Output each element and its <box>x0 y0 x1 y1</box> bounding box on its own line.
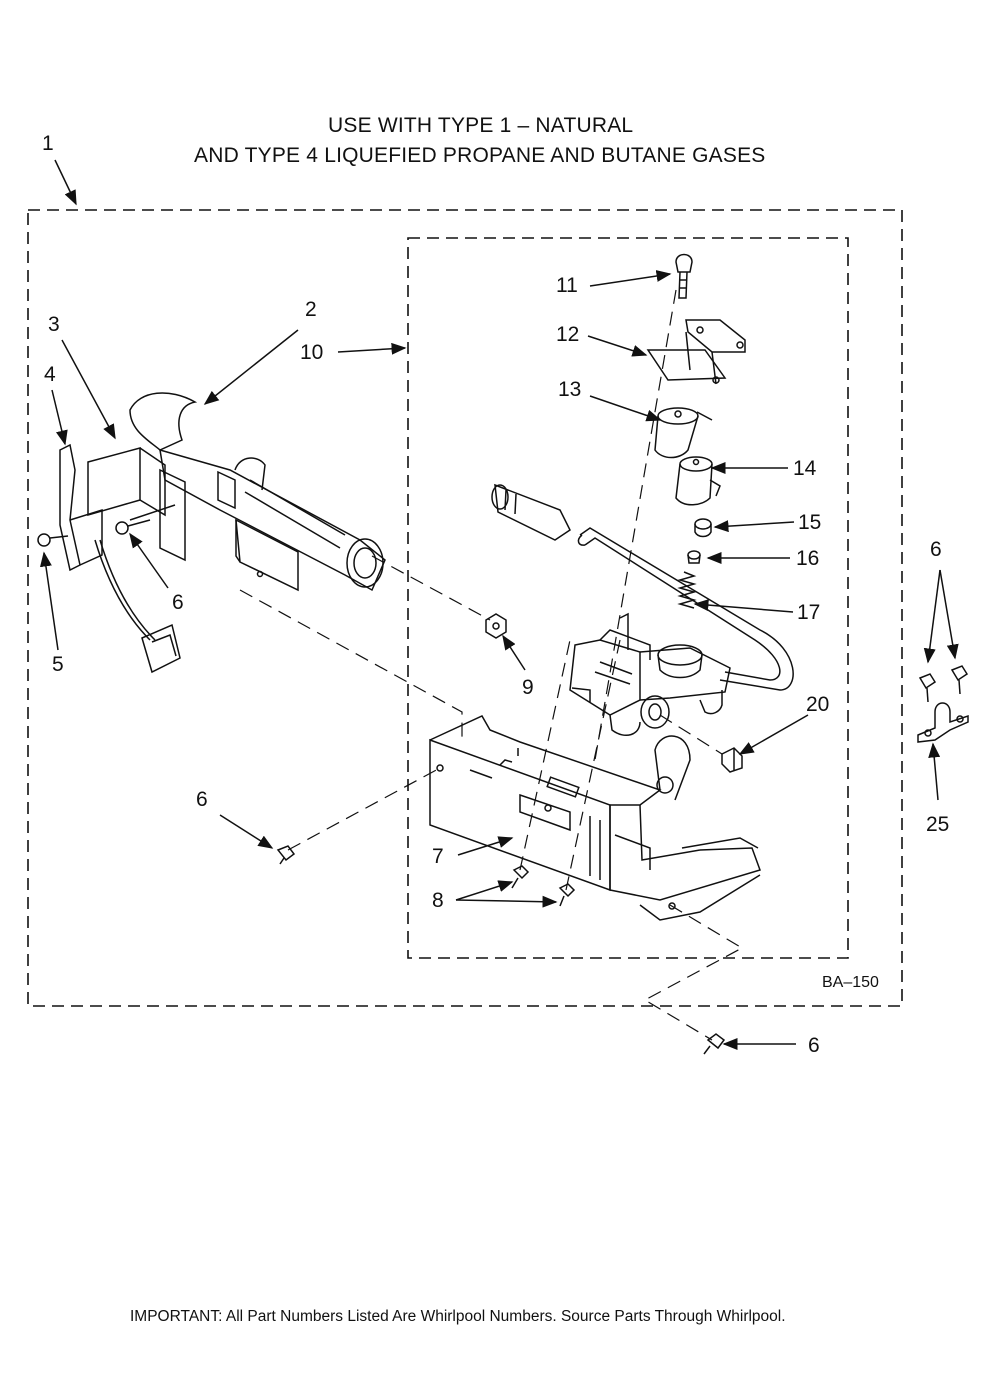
diagram-code: BA–150 <box>822 974 879 991</box>
screw-6-igniter <box>115 519 151 535</box>
align-line-nut9 <box>371 555 491 621</box>
burner-support-bracket <box>235 518 299 592</box>
callout-6-clamp: 6 <box>930 538 942 561</box>
callout-10: 10 <box>300 341 324 364</box>
callout-12: 12 <box>556 323 580 346</box>
orifice-tube <box>491 483 571 541</box>
leader-1 <box>54 159 77 206</box>
valve-coil-13 <box>654 407 713 459</box>
leader-13 <box>589 395 662 422</box>
screw-5 <box>37 533 69 547</box>
igniter-bracket <box>87 447 186 562</box>
callout-3: 3 <box>48 313 60 336</box>
gas-line <box>577 527 794 691</box>
valve-assembly-boundary <box>407 237 849 959</box>
leader-17 <box>693 599 794 613</box>
callout-25: 25 <box>926 813 950 836</box>
leader-12 <box>587 335 648 357</box>
diagram-title-line2: AND TYPE 4 LIQUEFIED PROPANE AND BUTANE … <box>194 144 766 167</box>
callout-13: 13 <box>558 378 582 401</box>
leader-10 <box>337 342 407 355</box>
leader-15 <box>713 520 795 533</box>
callout-20: 20 <box>806 693 830 716</box>
igniter <box>59 443 181 674</box>
align-line-valve-stack <box>594 289 677 761</box>
callout-17: 17 <box>797 601 821 624</box>
callout-11: 11 <box>556 274 578 297</box>
burner-tube <box>129 392 386 592</box>
callout-1: 1 <box>42 132 54 155</box>
align-line-bottom <box>643 904 744 1041</box>
nut-9 <box>485 613 507 639</box>
leader-8b <box>455 895 558 908</box>
leader-25 <box>928 742 941 801</box>
sensor-20 <box>721 747 743 773</box>
leader-6a <box>129 532 169 589</box>
screw-6-bracket <box>276 845 296 865</box>
leader-8a <box>455 880 514 901</box>
leader-9 <box>502 634 526 671</box>
plunger-16 <box>687 550 701 564</box>
plunger-cap-15 <box>694 518 712 538</box>
leader-11 <box>589 270 672 287</box>
screw-6-bottom <box>703 1033 726 1055</box>
manifold-bracket <box>429 715 761 921</box>
align-line-screw6 <box>287 767 441 851</box>
diagram-title-line1: USE WITH TYPE 1 – NATURAL <box>328 114 634 137</box>
valve-coil-14 <box>675 456 721 506</box>
align-line-bracket <box>239 589 463 740</box>
screw-8b <box>558 883 576 907</box>
callout-9: 9 <box>522 676 534 699</box>
callout-14: 14 <box>793 457 817 480</box>
callout-6-igniter: 6 <box>172 591 184 614</box>
footer-notice: IMPORTANT: All Part Numbers Listed Are W… <box>130 1308 786 1325</box>
leader-6c <box>923 569 941 664</box>
align-line-sensor20 <box>659 714 723 755</box>
clamp-25 <box>917 665 969 743</box>
callout-15: 15 <box>798 511 822 534</box>
leader-6c2 <box>939 569 959 660</box>
screw-11 <box>675 253 693 299</box>
callout-2: 2 <box>305 298 317 321</box>
leader-7 <box>457 836 514 856</box>
leader-20 <box>738 714 809 755</box>
callout-4: 4 <box>44 363 56 386</box>
leader-5 <box>39 551 59 651</box>
outer-assembly-boundary <box>27 209 903 1007</box>
callout-8: 8 <box>432 889 444 912</box>
gas-valve-body <box>569 612 731 737</box>
coil-bracket <box>646 319 746 385</box>
leader-2 <box>203 329 299 405</box>
callout-16: 16 <box>796 547 820 570</box>
spring-17 <box>677 571 697 609</box>
screw-8a <box>511 865 530 889</box>
leader-6b <box>219 814 274 849</box>
callout-6-bracket: 6 <box>196 788 208 811</box>
callout-6-bottom: 6 <box>808 1034 820 1057</box>
leader-3 <box>61 339 116 440</box>
callout-7: 7 <box>432 845 444 868</box>
align-line-screw8a <box>519 639 571 871</box>
callout-5: 5 <box>52 653 64 676</box>
leader-4 <box>51 389 68 446</box>
